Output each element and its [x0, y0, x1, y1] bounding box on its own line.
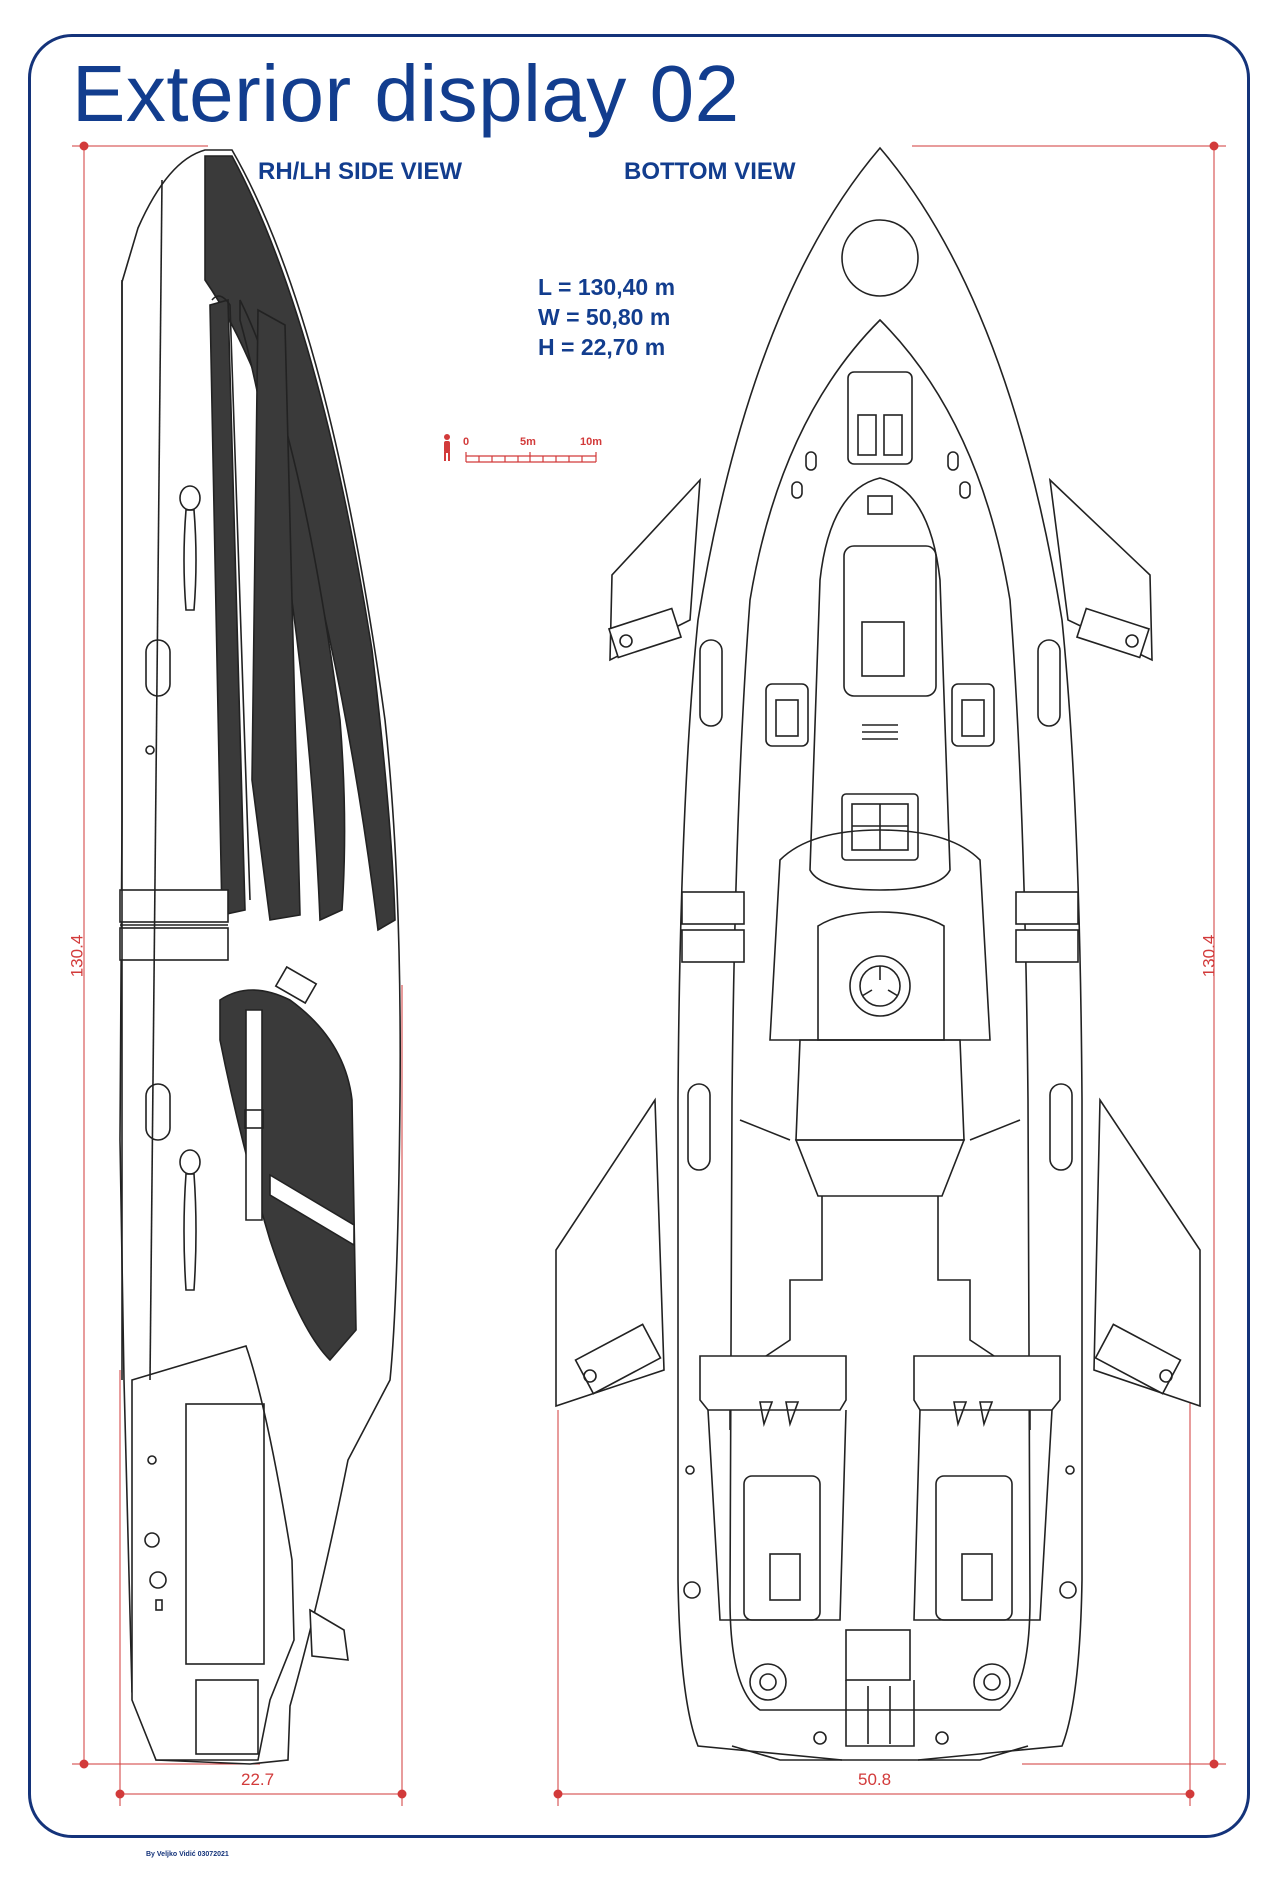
page-frame [28, 34, 1250, 1838]
side-length-dimension: 130.4 [67, 934, 87, 978]
bottom-length-dimension: 130.4 [1199, 934, 1219, 978]
scale-label-zero: 0 [463, 436, 470, 448]
scale-bar [465, 452, 597, 463]
bottom-width-dimension: 50.8 [858, 1770, 892, 1789]
dimension-lines [72, 141, 1226, 1806]
side-height-dimension: 22.7 [241, 1770, 275, 1789]
spec-length: L = 130,40 m [538, 274, 676, 300]
bottom-view-label: BOTTOM VIEW [624, 158, 796, 185]
specs-block: L = 130,40 m W = 50,80 m H = 22,70 m [538, 272, 675, 362]
scale-label-mid: 5m [520, 436, 536, 448]
scale-label-end: 10m [580, 436, 603, 448]
side-view-label: RH/LH SIDE VIEW [258, 158, 463, 185]
author-credit: By Veljko Vidić 03072021 [146, 1851, 229, 1858]
spec-width: W = 50,80 m [538, 304, 671, 330]
bottom-view-ship [555, 146, 1201, 1761]
human-figure-icon [444, 434, 450, 461]
side-view-ship [119, 149, 402, 1765]
spec-height: H = 22,70 m [538, 334, 666, 360]
page-title: Exterior display 02 [72, 49, 740, 138]
